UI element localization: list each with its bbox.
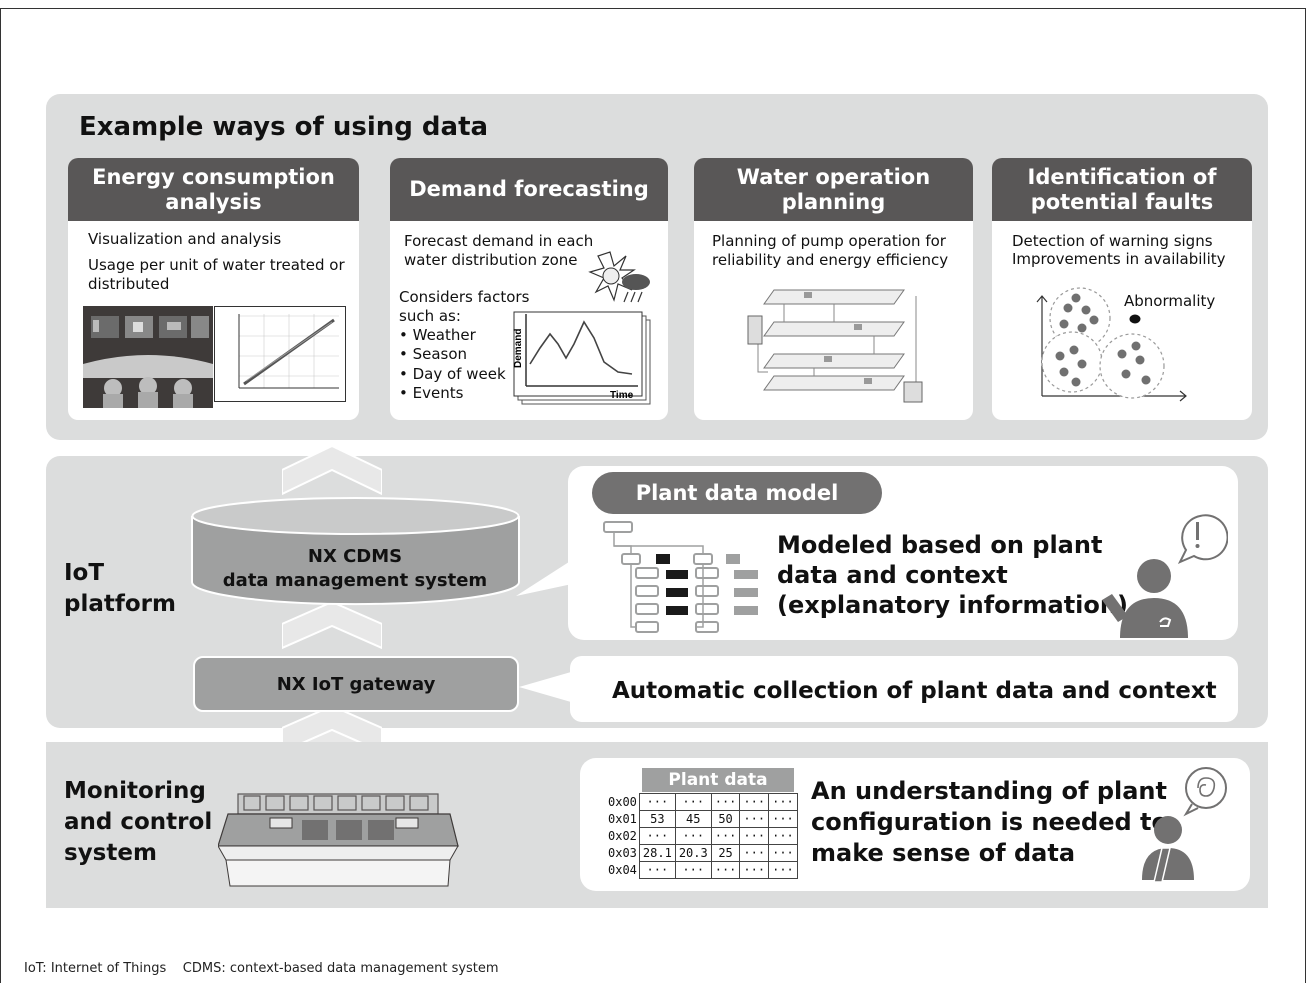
factor-item: • Events (399, 384, 464, 402)
factor-item: • Weather (399, 326, 476, 344)
card-text: Usage per unit of water treated or distr… (88, 256, 345, 293)
upward-chevron-icon (282, 602, 382, 650)
fault-cluster-plot (1036, 287, 1187, 402)
demand-axis-label: Demand (513, 329, 524, 368)
pump-network-illustration (747, 289, 923, 403)
card-text: Planning of pump operation for reliabili… (712, 232, 949, 269)
cdms-database-icon (191, 497, 520, 606)
person-question-icon (1102, 514, 1228, 638)
callout-pointer (516, 560, 572, 596)
factors-title: Considers factors such as: (399, 288, 530, 325)
control-console-illustration (218, 793, 459, 887)
energy-scatter-plot (214, 306, 346, 402)
table-row: 0x04··············· (608, 861, 798, 879)
table-row: 0x02··············· (608, 827, 798, 845)
person-confused-icon (1142, 767, 1227, 883)
factor-item: • Day of week (399, 365, 506, 383)
weather-icon (588, 251, 650, 303)
upward-chevron-icon (282, 446, 382, 496)
plant-data-model-pill: Plant data model (592, 472, 882, 514)
collection-box (570, 656, 1238, 722)
abnormality-label: Abnormality (1124, 292, 1216, 310)
footnote: IoT: Internet of Things CDMS: context-ba… (24, 961, 499, 976)
figure-frame (0, 8, 1306, 983)
card-text: Forecast demand in each water distributi… (404, 232, 594, 269)
card-heading: Demand forecasting (390, 158, 668, 221)
data-model-tree-icon (603, 521, 758, 633)
table-row: 0x00··············· (608, 793, 798, 811)
card-text: Detection of warning signs (1012, 232, 1213, 250)
iot-gateway-box: NX IoT gateway (193, 656, 519, 712)
card-text: Improvements in availability (1012, 250, 1226, 268)
card-demand-forecasting: Demand forecasting Forecast demand in ea… (390, 158, 668, 420)
demand-chart: Demand Time (513, 311, 651, 405)
card-text: Visualization and analysis (88, 230, 282, 248)
section-title: Example ways of using data (79, 112, 489, 142)
callout-pointer (519, 672, 571, 702)
time-axis-label: Time (610, 390, 634, 401)
factor-item: • Season (399, 345, 468, 363)
control-room-illustration (83, 306, 213, 408)
collection-text: Automatic collection of plant data and c… (612, 678, 1217, 704)
plant-data-table-title: Plant data (642, 768, 794, 792)
